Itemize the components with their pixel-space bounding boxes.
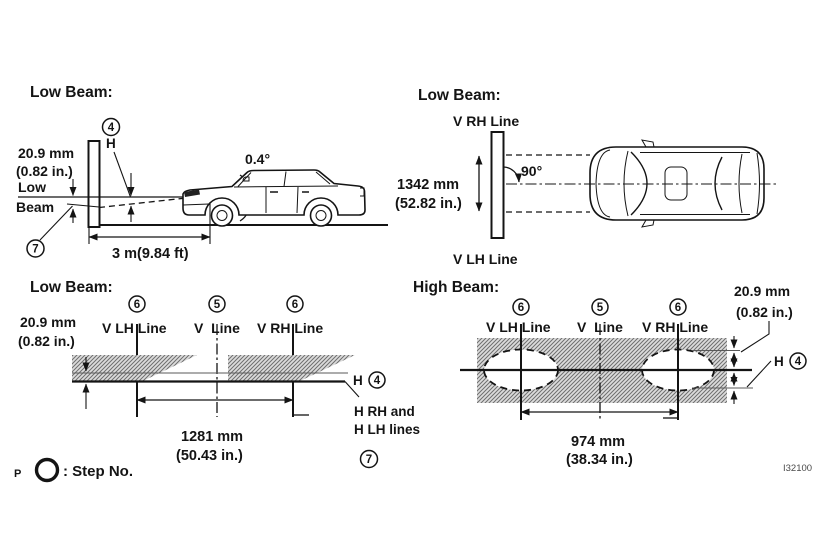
step-legend-label: : Step No. — [63, 463, 133, 480]
pattern-offset-mm: 20.9 mm — [20, 314, 76, 330]
step6-right: 6 — [675, 302, 681, 314]
step4-number: 4 — [795, 356, 802, 368]
spacing-in: (38.34 in.) — [566, 452, 633, 468]
right-angle-arc — [502, 166, 522, 183]
h-mark: H — [106, 136, 116, 151]
h-lines-leader — [344, 381, 360, 398]
distance-label: 3 m(9.84 ft) — [112, 246, 189, 262]
beltline — [233, 185, 339, 188]
low-word: Low — [18, 179, 46, 195]
step7-number: 7 — [366, 454, 372, 466]
side-offset-mm: 20.9 mm — [18, 145, 74, 161]
spacing-mm: 974 mm — [571, 434, 625, 450]
mirror-bottom — [641, 219, 655, 228]
v-lh-label: V LH Line — [102, 320, 167, 336]
low-beam-side-view-diagram: Low Beam: 20.9 mm (0.82 in.) Low Beam 7 … — [16, 84, 388, 262]
p-mark: P — [14, 468, 21, 480]
figure-footer: P : Step No. I32100 — [14, 457, 812, 483]
aiming-screen-front — [490, 131, 505, 239]
aiming-screen-wall — [87, 140, 101, 228]
step-number-badge — [368, 371, 386, 389]
step-number-badge — [591, 298, 609, 316]
right-angle-label: 90° — [521, 163, 542, 179]
step-number-badge — [789, 352, 807, 370]
cutoff-hatch-right — [228, 355, 355, 381]
step6-right: 6 — [292, 299, 298, 311]
roof-side-lines — [640, 152, 750, 215]
pattern-offset-in: (0.82 in.) — [18, 333, 75, 349]
step4-number: 4 — [374, 375, 381, 387]
v-rh-line-label: V RH Line — [453, 113, 519, 129]
offset-leader-upper — [740, 321, 770, 353]
low-beam-pattern-diagram: Low Beam: 6 5 6 V LH Line V Line V RH Li… — [18, 279, 420, 469]
step7-leader — [39, 205, 73, 241]
door-seams — [265, 186, 299, 214]
step4-number: 4 — [108, 122, 115, 134]
step6-left: 6 — [518, 302, 524, 314]
high-beam-pattern-diagram: High Beam: 6 5 6 V LH Line V Line V RH L… — [413, 279, 807, 468]
side-offset-in: (0.82 in.) — [16, 163, 73, 179]
spacing-mm: 1281 mm — [181, 429, 243, 445]
mirror-top — [641, 139, 655, 148]
step-number-badge — [512, 298, 530, 316]
step-number-badge — [359, 449, 379, 469]
step7-number: 7 — [32, 244, 38, 256]
v-rh-label: V RH Line — [642, 319, 708, 335]
pillar-lines — [237, 171, 331, 187]
low-beam-top-view-diagram: Low Beam: V RH Line V LH Line 1342 mm (5… — [395, 87, 776, 267]
high-pattern-title: High Beam: — [413, 279, 499, 296]
step-number-badge — [669, 298, 687, 316]
low-pattern-title: Low Beam: — [30, 279, 113, 296]
front-bumper-seam — [595, 149, 611, 218]
high-offset-mm: 20.9 mm — [734, 283, 790, 299]
v-lh-line-label: V LH Line — [453, 251, 518, 267]
screen-width-in: (52.82 in.) — [395, 196, 462, 212]
v-lh-label: V LH Line — [486, 319, 551, 335]
h-mark: H — [353, 373, 363, 388]
beam-word: Beam — [16, 199, 54, 215]
step-number-badge — [128, 295, 146, 313]
step-number-legend-icon — [34, 457, 60, 483]
front-wheel — [210, 204, 234, 227]
figure-code: I32100 — [783, 463, 812, 474]
step-number-badge — [101, 117, 121, 137]
h-mark: H — [774, 354, 784, 369]
top-view-title: Low Beam: — [418, 87, 501, 104]
offset-leader-lower — [746, 360, 772, 388]
side-view-title: Low Beam: — [30, 84, 113, 101]
bumper-line — [182, 203, 210, 206]
step-number-badge — [26, 239, 45, 258]
step5-center: 5 — [597, 302, 604, 314]
headlight — [184, 189, 200, 197]
aim-angle-label: 0.4° — [245, 151, 270, 167]
h-lines-label-1: H RH and — [354, 404, 415, 419]
v-center-label: V Line — [194, 320, 240, 336]
step-number-badge — [208, 295, 226, 313]
screen-width-mm: 1342 mm — [397, 177, 459, 193]
tail-light — [360, 187, 365, 197]
rear-wheel-hub — [315, 210, 327, 221]
step6-left: 6 — [134, 299, 140, 311]
h-lines-label-2: H LH lines — [354, 422, 420, 437]
beam-label-leader — [66, 203, 100, 208]
front-wheel-hub — [216, 210, 228, 221]
spacing-in: (50.43 in.) — [176, 448, 243, 464]
rear-wheel — [309, 204, 333, 227]
high-offset-in: (0.82 in.) — [736, 304, 793, 320]
car-side-view — [182, 169, 366, 227]
step5-center: 5 — [214, 299, 221, 311]
step-number-badge — [286, 295, 304, 313]
v-rh-label: V RH Line — [257, 320, 323, 336]
cutoff-hatch-left — [72, 355, 197, 381]
side-mirror — [242, 176, 250, 182]
h-leader — [113, 151, 132, 198]
